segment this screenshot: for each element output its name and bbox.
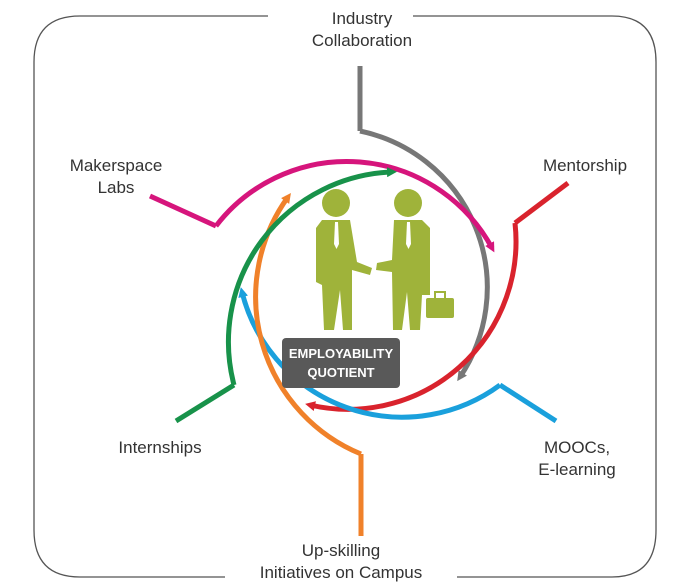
moocs-label-line1: MOOCs, <box>543 438 611 457</box>
makerspace-label: Makerspace Labs <box>56 155 176 199</box>
industry-arc <box>359 128 490 382</box>
makerspace-label-line1: Makerspace <box>69 156 163 175</box>
frame-top-right <box>413 15 657 578</box>
upskilling-label-line2: Initiatives on Campus <box>259 563 423 582</box>
makerspace-label-line2: Labs <box>97 178 135 197</box>
upskilling-label-line1: Up-skilling <box>301 541 381 560</box>
badge-line2: QUOTIENT <box>307 365 375 380</box>
handshake-businessmen-icon <box>316 189 454 330</box>
moocs-label: MOOCs, E-learning <box>512 437 642 481</box>
mentorship-connector <box>513 181 570 225</box>
makerspace-connector <box>148 193 218 229</box>
internships-label: Internships <box>100 437 220 459</box>
mentorship-label-line1: Mentorship <box>542 156 628 175</box>
employability-quotient-badge: EMPLOYABILITY QUOTIENT <box>282 338 400 388</box>
internships-connector <box>174 382 236 424</box>
makerspace-arc <box>214 159 495 253</box>
upskilling-label: Up-skilling Initiatives on Campus <box>241 540 441 584</box>
mentorship-label: Mentorship <box>525 155 645 177</box>
frame-top-left <box>33 15 268 578</box>
internships-label-line1: Internships <box>118 438 202 457</box>
internships-arc <box>225 167 397 386</box>
badge-line1: EMPLOYABILITY <box>288 346 394 361</box>
moocs-connector <box>498 382 558 424</box>
industry-label-line2: Collaboration <box>311 31 413 50</box>
industry-label-line1: Industry <box>331 9 393 28</box>
industry-label: Industry Collaboration <box>302 8 422 52</box>
moocs-label-line2: E-learning <box>538 460 616 479</box>
